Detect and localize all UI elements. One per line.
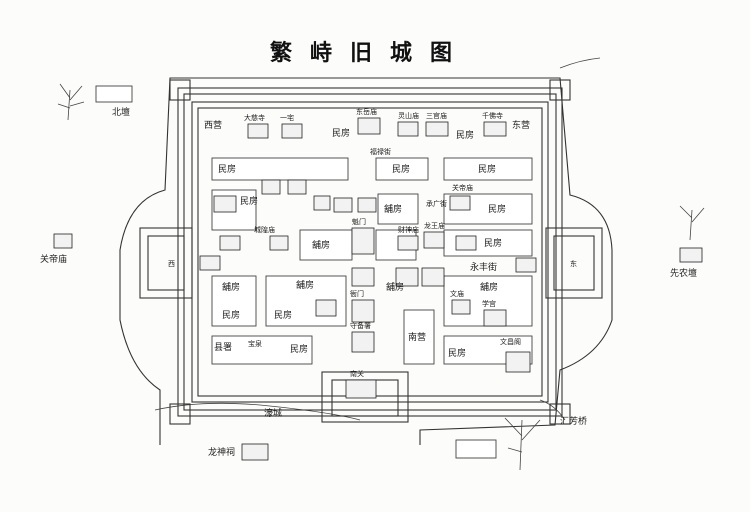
label-chengguang: 承广街 xyxy=(426,199,447,208)
label-minfang-r1c: 民房 xyxy=(392,163,410,175)
label-gate-east: 东 xyxy=(570,259,577,268)
label-yihe: 一宅 xyxy=(280,113,294,122)
label-longwang: 龙王庙 xyxy=(424,221,445,230)
bastion-nw xyxy=(169,79,191,101)
label-pufang-r4c: 舖房 xyxy=(386,281,404,293)
xiannong-shrine xyxy=(679,247,703,263)
label-xianshu: 县署 xyxy=(214,342,232,353)
label-yamen: 衙门 xyxy=(350,289,364,298)
label-qianmu: 千佛寺 xyxy=(482,111,503,120)
label-pufang-r4w: 舖房 xyxy=(222,281,240,293)
block-row2-c xyxy=(377,193,419,225)
label-kuimen: 魁门 xyxy=(352,217,366,226)
label-bridge: 汇芳桥 xyxy=(560,415,587,427)
label-minfang-r2e: 民房 xyxy=(488,203,506,215)
label-guandi: 关帝庙 xyxy=(452,183,473,192)
moat-outline xyxy=(119,77,613,445)
bastion-se xyxy=(549,403,571,425)
bastion-ne xyxy=(549,79,571,101)
label-xiannong: 先农壇 xyxy=(670,267,697,279)
label-shouxian: 守备署 xyxy=(350,321,371,330)
river-line xyxy=(154,402,361,421)
block-row1-c xyxy=(375,157,429,181)
block-row5-w xyxy=(211,335,313,365)
label-xiying: 西营 xyxy=(204,119,222,131)
label-north-altar: 北壇 xyxy=(112,106,130,118)
label-lingshan: 灵山庙 xyxy=(398,111,419,120)
buildings xyxy=(199,117,537,399)
sw-altar-box xyxy=(455,439,497,459)
block-row1-e xyxy=(443,157,533,181)
label-pufang-r4w2: 舖房 xyxy=(296,279,314,291)
bastion-sw xyxy=(169,403,191,425)
north-altar-box xyxy=(95,85,133,103)
label-minfang-r2w: 民房 xyxy=(240,195,258,207)
west-barbican xyxy=(139,227,193,299)
label-minfang-r5e: 民房 xyxy=(448,347,466,359)
label-outside-west: 关帝庙 xyxy=(40,253,67,265)
label-minfang-r4w: 民房 xyxy=(222,309,240,321)
label-moat: 濠城 xyxy=(264,407,282,419)
map-title: 繁峙旧城图 xyxy=(270,40,470,66)
label-dongying: 东营 xyxy=(512,119,530,131)
label-caishen: 财神庙 xyxy=(398,225,419,234)
block-nanying xyxy=(403,309,435,365)
label-minfang-ne: 民房 xyxy=(456,129,474,141)
label-minfang-r5w: 民房 xyxy=(290,343,308,355)
label-pufang-r4e: 舖房 xyxy=(480,281,498,293)
label-sanguan: 三官庙 xyxy=(426,111,447,120)
label-fulu: 福禄街 xyxy=(370,147,391,156)
label-minfang-r4w2: 民房 xyxy=(274,309,292,321)
river-line-east xyxy=(559,57,601,69)
label-nanying: 南营 xyxy=(408,331,426,343)
tree-icon xyxy=(57,83,705,471)
label-nanmen: 南关 xyxy=(350,369,364,378)
label-xuan: 东岳庙 xyxy=(356,107,377,116)
label-minfang-r1w: 民房 xyxy=(218,163,236,175)
block-row4-w xyxy=(211,275,257,327)
bridge-arc xyxy=(539,399,566,421)
label-baoquan: 宝泉 xyxy=(248,339,262,348)
east-barbican xyxy=(545,227,603,299)
block-row3-w xyxy=(299,229,353,261)
label-minfang-r3e: 民房 xyxy=(484,237,502,249)
label-pufang-r2c: 舖房 xyxy=(384,203,402,215)
label-gate-tower: 文昌阁 xyxy=(500,337,521,346)
label-xuetang: 学宫 xyxy=(482,299,496,308)
south-barbican xyxy=(321,371,409,423)
label-daci: 大慈寺 xyxy=(244,113,265,122)
west-barbican-inner xyxy=(147,235,185,291)
label-longshen: 龙神祠 xyxy=(208,446,235,458)
label-yongfeng: 永丰街 xyxy=(470,261,497,273)
label-minfang-n: 民房 xyxy=(332,127,350,139)
east-barbican-inner xyxy=(553,235,595,291)
label-wenmiao: 文庙 xyxy=(450,289,464,298)
label-chenghuang: 城隍庙 xyxy=(254,225,275,234)
label-pufang-r3w: 舖房 xyxy=(312,239,330,251)
label-gate-west: 西 xyxy=(168,260,175,268)
guandi-shrine-outside xyxy=(53,233,73,249)
longshen-shrine xyxy=(241,443,269,461)
label-minfang-r1e: 民房 xyxy=(478,163,496,175)
